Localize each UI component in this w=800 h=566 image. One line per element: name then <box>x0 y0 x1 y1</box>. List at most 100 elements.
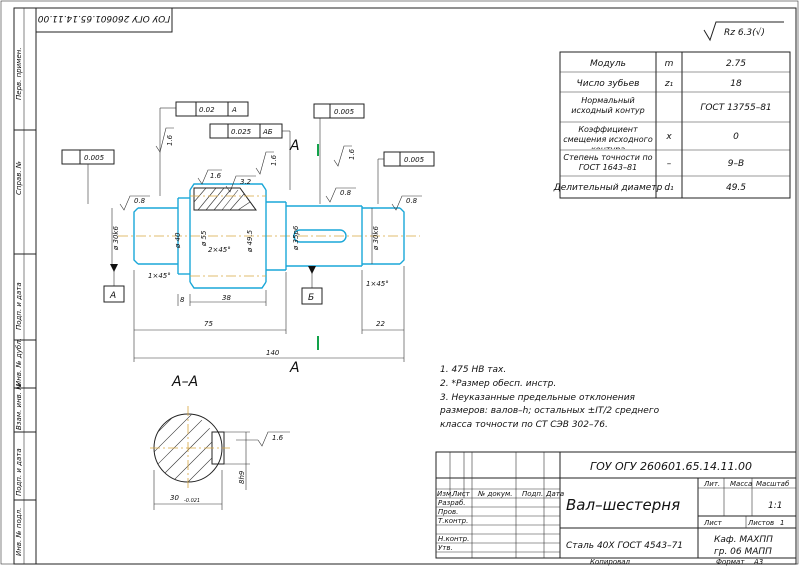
svg-text:Листов: Листов <box>747 519 774 527</box>
param-module: Модуль <box>590 59 626 69</box>
stamp-inv-dubl: Инв. № дубл. <box>15 338 23 386</box>
sec-depth: 8h9 <box>238 470 246 484</box>
param-pitch: Делительный диаметр <box>553 183 663 193</box>
svg-text:49.5: 49.5 <box>726 183 746 193</box>
general-roughness: Rz 6.3(√) <box>703 21 784 42</box>
shaft-outline <box>133 183 405 289</box>
svg-text:z₁: z₁ <box>664 79 674 89</box>
svg-text:Лит.: Лит. <box>703 480 720 488</box>
svg-text:0.8: 0.8 <box>340 189 352 197</box>
svg-text:Rz 6.3(√): Rz 6.3(√) <box>724 27 765 38</box>
svg-text:Дата: Дата <box>545 490 564 498</box>
sec-roughness: 1.6 <box>272 434 284 442</box>
svg-text:Масштаб: Масштаб <box>756 480 790 488</box>
stamp-podp-1: Подп. и дата <box>15 282 23 330</box>
gear-section-hatch <box>193 187 257 211</box>
chamfer-right: 1×45° <box>366 280 389 288</box>
param-profile: Нормальный исходный контур <box>571 96 645 115</box>
svg-text:75: 75 <box>204 320 213 328</box>
stamp-perv-primen: Перв. примен. <box>15 47 23 100</box>
svg-text:Подп.: Подп. <box>522 490 543 498</box>
dia-gear: ø 55 <box>200 230 208 247</box>
length-dims: 8 38 75 22 140 <box>133 266 405 362</box>
tolerance-frames: 0.02 А 0.025 АБ 0.005 0.005 0.005 <box>61 101 435 204</box>
svg-text:0: 0 <box>733 132 739 142</box>
shaft-main-view: ø 30k6 ø 40 ø 55 ø 49.5 ø 35p6 ø 30k6 1×… <box>61 101 435 376</box>
dia-left: ø 30k6 <box>112 226 120 251</box>
svg-text:класса точности по СТ СЭВ 302–: класса точности по СТ СЭВ 302–76. <box>440 420 608 430</box>
svg-text:Утв.: Утв. <box>438 544 453 552</box>
svg-text:Лист: Лист <box>703 519 723 527</box>
svg-text:9–В: 9–В <box>728 159 744 169</box>
dia-mid: ø 35p6 <box>292 225 300 251</box>
base-b-label: Б <box>308 293 314 303</box>
svg-text:Изм.: Изм. <box>437 490 453 498</box>
dia-pitch: ø 49.5 <box>246 229 254 253</box>
svg-text:Масса: Масса <box>730 480 752 488</box>
stamp-podp-2: Подп. и дата <box>15 448 23 496</box>
stamp-inv-podl: Инв. № подл. <box>15 508 23 556</box>
svg-text:2. *Размер обесп. инстр.: 2. *Размер обесп. инстр. <box>440 379 556 389</box>
section-cut-markers: А А <box>289 138 319 376</box>
svg-text:0.025: 0.025 <box>231 128 252 136</box>
chamfer-left: 1×45° <box>148 272 171 280</box>
svg-text:8: 8 <box>180 296 185 304</box>
svg-text:140: 140 <box>266 349 280 357</box>
title-block: Изм. Лист № докум. Подп. Дата Разраб. Пр… <box>435 451 797 559</box>
svg-text:3. Неуказанные предельные откл: 3. Неуказанные предельные отклонения <box>440 393 636 403</box>
copied-label: Копировал <box>590 558 631 566</box>
svg-text:размеров: валов–h; остальных ±: размеров: валов–h; остальных ±IT/2 средн… <box>439 406 660 416</box>
svg-text:38: 38 <box>222 294 231 302</box>
material: Сталь 40Х ГОСТ 4543–71 <box>566 541 683 551</box>
svg-text:0.8: 0.8 <box>406 197 418 205</box>
svg-text:2.75: 2.75 <box>726 59 746 69</box>
svg-text:22: 22 <box>376 320 385 328</box>
section-a-a: А–А 8h9 1.6 30 -0.021 <box>150 374 290 510</box>
svg-text:1. 475 НВ тах.: 1. 475 НВ тах. <box>440 365 506 375</box>
svg-text:-0.021: -0.021 <box>184 498 200 504</box>
department: Каф. МАХПП <box>714 535 773 545</box>
technical-notes: 1. 475 НВ тах. 2. *Размер обесп. инстр. … <box>439 365 660 430</box>
title-doc-code: ГОУ ОГУ 260601.65.14.11.00 <box>590 460 752 473</box>
section-mark-top: А <box>289 138 300 154</box>
svg-text:1.6: 1.6 <box>210 172 222 180</box>
svg-text:А: А <box>231 106 237 114</box>
gear-parameters-table: Модуль m 2.75 Число зубьев z₁ 18 Нормаль… <box>553 51 791 199</box>
svg-text:1.6: 1.6 <box>166 134 174 146</box>
param-accuracy: Степень точности по ГОСТ 1643–81 <box>563 153 653 172</box>
param-teeth: Число зубьев <box>577 79 640 89</box>
svg-text:Разраб.: Разраб. <box>438 499 466 507</box>
section-title: А–А <box>171 374 198 390</box>
base-a-label: А <box>109 291 116 301</box>
svg-text:Н.контр.: Н.контр. <box>438 535 469 543</box>
dia-right: ø 30k6 <box>372 226 380 251</box>
side-stamp-strip: Перв. примен. Справ. № Подп. и дата Инв.… <box>13 7 37 565</box>
part-name: Вал–шестерня <box>566 496 680 514</box>
svg-text:18: 18 <box>730 79 742 89</box>
svg-text:–: – <box>667 159 672 169</box>
scale-value: 1:1 <box>768 501 782 511</box>
roughness-marks: 0.8 1.6 3.2 1.6 1.6 1.6 0.8 0.8 <box>119 127 422 211</box>
param-shift: Коэффициент смещения исходного контура <box>563 125 653 149</box>
svg-text:1.6: 1.6 <box>348 148 356 160</box>
format-value: А3 <box>753 558 763 566</box>
svg-text:1: 1 <box>780 519 784 527</box>
svg-text:0.005: 0.005 <box>84 154 105 162</box>
section-mark-bottom: А <box>289 360 300 376</box>
svg-text:x: x <box>665 132 672 142</box>
svg-text:№ докум.: № докум. <box>477 490 513 498</box>
dia-collar: ø 40 <box>174 232 182 249</box>
svg-text:d₁: d₁ <box>664 183 674 193</box>
svg-text:Т.контр.: Т.контр. <box>438 517 468 525</box>
svg-text:3.2: 3.2 <box>240 178 252 186</box>
svg-text:0.005: 0.005 <box>404 156 425 164</box>
svg-text:m: m <box>665 59 674 69</box>
stamp-vzam-inv: Взам. инв. № <box>15 382 23 430</box>
chamfer-gear: 2×45° <box>208 246 231 254</box>
datum-bases: А Б <box>103 264 323 305</box>
stamp-sprav: Справ. № <box>15 161 23 195</box>
svg-text:0.8: 0.8 <box>134 197 146 205</box>
svg-text:1.6: 1.6 <box>270 154 278 166</box>
